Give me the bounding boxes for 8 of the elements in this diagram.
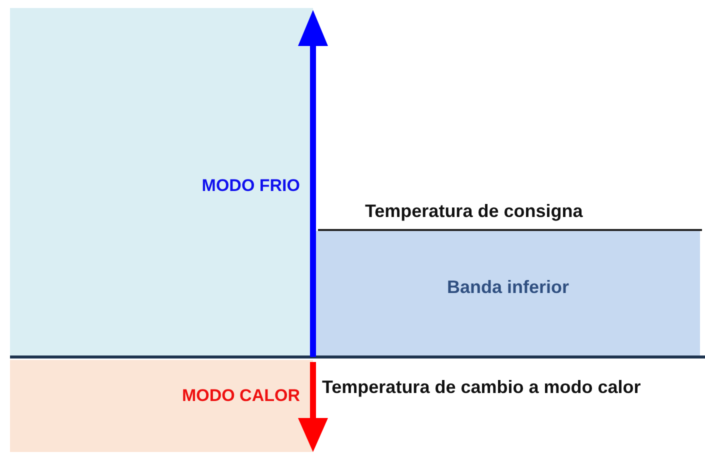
setpoint-label: Temperatura de consigna [365, 201, 583, 222]
zone-label: MODO CALOR [180, 386, 300, 406]
zone-label: MODO FRIO [200, 176, 300, 196]
zone-label: Banda inferior [446, 277, 570, 298]
cooling-zone [10, 8, 313, 357]
lower-band [316, 231, 700, 357]
changeover-label: Temperatura de cambio a modo calor [322, 377, 641, 398]
heating-zone [10, 360, 313, 452]
